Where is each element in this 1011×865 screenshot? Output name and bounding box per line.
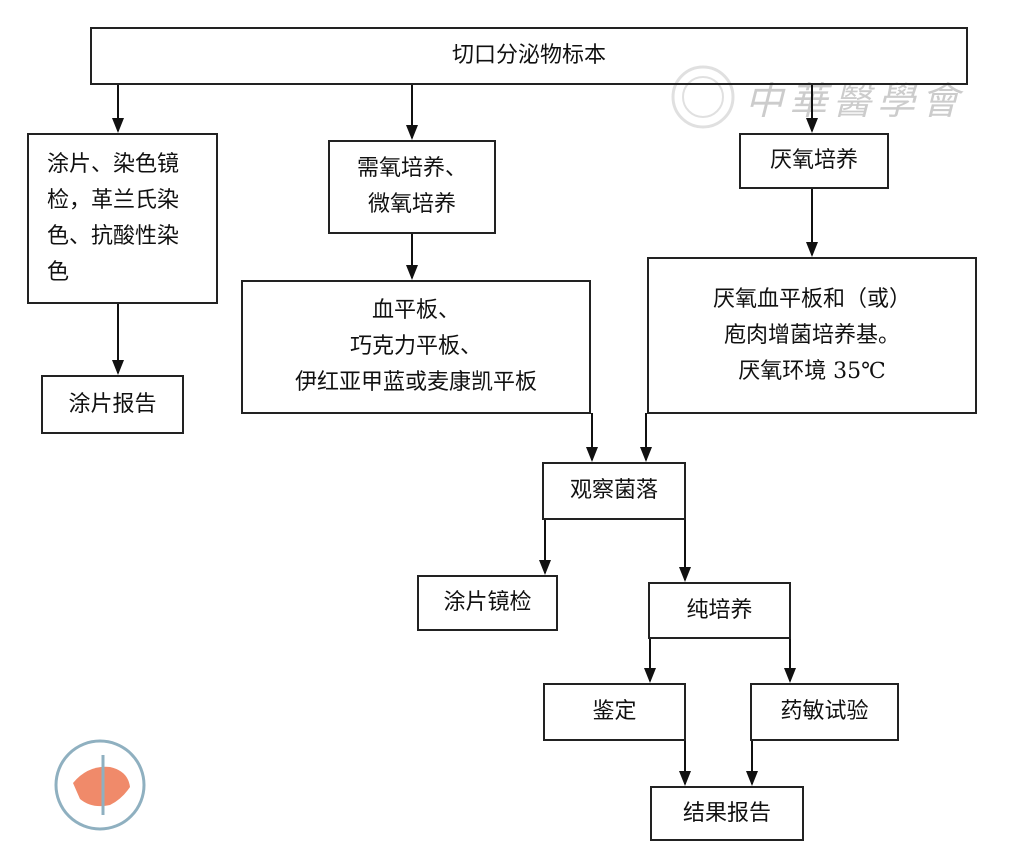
node-label: 厌氧环境 35℃ (738, 358, 886, 384)
node-label: 厌氧血平板和（或） (712, 286, 911, 312)
node-label: 伊红亚甲蓝或麦康凯平板 (294, 370, 537, 395)
node-label: 色、抗酸性染 (47, 224, 180, 249)
node-label: 血平板、 (371, 298, 460, 323)
watermark-text: 中華醫學會 (745, 79, 966, 123)
watermark-seal-icon (671, 65, 735, 129)
node-specimen: 切口分泌物标本 (90, 27, 968, 85)
node-label: 色 (47, 260, 70, 285)
node-aerobic-culture: 需氧培养、 微氧培养 (328, 140, 496, 234)
node-label: 观察菌落 (569, 478, 658, 503)
node-smear-staining: 涂片、染色镜 检，革兰氏染 色、抗酸性染 色 (27, 133, 218, 304)
node-label: 巧克力平板、 (349, 334, 482, 359)
node-pure-culture: 纯培养 (648, 582, 791, 639)
node-label: 纯培养 (686, 597, 753, 623)
node-label: 切口分泌物标本 (451, 43, 606, 68)
node-label: 检，革兰氏染 (47, 188, 180, 213)
node-observe-colonies: 观察菌落 (542, 462, 686, 520)
node-identification: 鉴定 (543, 683, 686, 741)
node-smear-report: 涂片报告 (41, 375, 184, 434)
node-aerobic-media: 血平板、 巧克力平板、 伊红亚甲蓝或麦康凯平板 (241, 280, 591, 414)
chinese-medical-association-logo (54, 739, 146, 831)
node-label: 药敏试验 (780, 699, 869, 724)
node-label: 结果报告 (682, 800, 771, 826)
node-label: 庖肉增菌培养基。 (723, 322, 900, 348)
node-result-report: 结果报告 (650, 786, 804, 841)
node-smear-exam: 涂片镜检 (417, 575, 558, 631)
node-label: 涂片报告 (68, 391, 157, 417)
node-label: 涂片镜检 (443, 590, 532, 615)
node-susceptibility-test: 药敏试验 (750, 683, 899, 741)
node-label: 需氧培养、 (356, 156, 467, 181)
node-label: 涂片、染色镜 (47, 152, 180, 177)
node-anaerobic-media: 厌氧血平板和（或） 庖肉增菌培养基。 厌氧环境 35℃ (647, 257, 977, 414)
node-label: 鉴定 (592, 699, 637, 724)
node-label: 微氧培养 (367, 192, 456, 217)
node-anaerobic-culture: 厌氧培养 (739, 133, 889, 189)
node-label: 厌氧培养 (769, 148, 858, 173)
